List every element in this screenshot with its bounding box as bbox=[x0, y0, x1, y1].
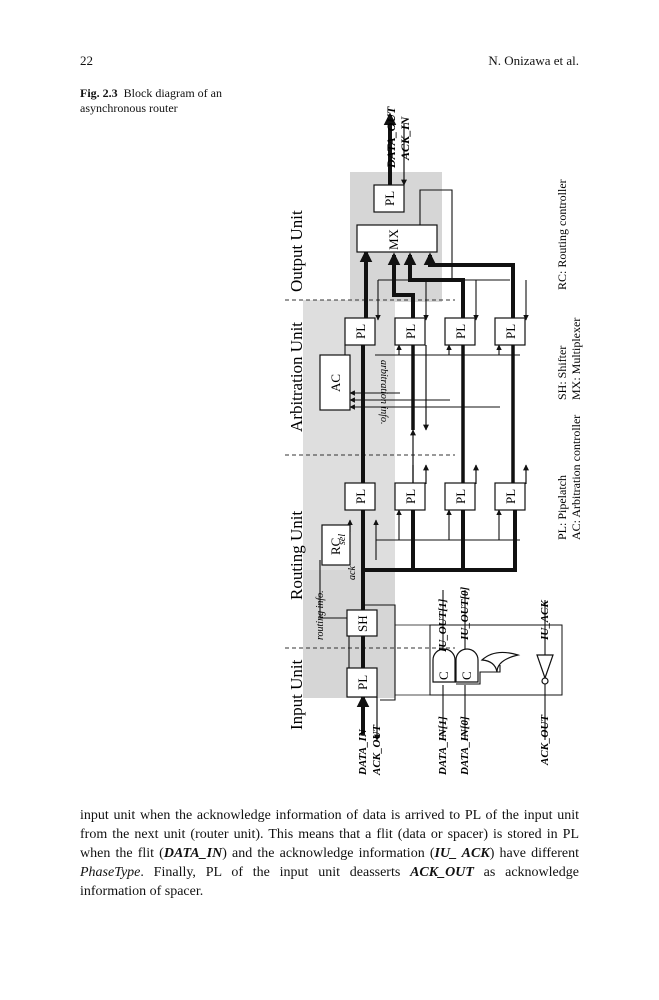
pl-block-routing-1: PL bbox=[403, 489, 418, 504]
legend: PL: Pipelatch AC: Arbitration controller… bbox=[555, 179, 583, 540]
unit-label-routing: Routing Unit bbox=[287, 510, 306, 600]
unit-labels: Input Unit Routing Unit Arbitration Unit… bbox=[287, 210, 306, 730]
pl-block-routing-0: PL bbox=[353, 489, 368, 504]
label-ack: ack bbox=[347, 566, 358, 580]
body-text-4: . Finally, PL of the input unit deassert… bbox=[140, 865, 411, 880]
body-term-ack-out: ACK_OUT bbox=[410, 865, 474, 880]
body-text-2: ) and the acknowledge information ( bbox=[222, 846, 435, 861]
pl-block-arb-1: PL bbox=[403, 324, 418, 339]
label-ack-out: ACK_OUT bbox=[539, 714, 551, 766]
pl-block-arb-0: PL bbox=[353, 324, 368, 339]
main-data-path bbox=[356, 112, 529, 741]
pl-block-routing-3: PL bbox=[503, 489, 518, 504]
figure-label: Fig. 2.3 bbox=[80, 86, 118, 100]
legend-ac: AC: Arbitration controller bbox=[569, 415, 583, 540]
pl-block-arb-3: PL bbox=[503, 324, 518, 339]
legend-rc: RC: Routing controller bbox=[555, 179, 569, 290]
pl-block-arb-2: PL bbox=[453, 324, 468, 339]
label-data-in1: DATA_IN[1] bbox=[437, 716, 449, 776]
label-routing-info: routing info. bbox=[315, 590, 326, 640]
label-arbitration-info: arbitration info. bbox=[378, 360, 389, 424]
label-ack-in: ACK_IN bbox=[398, 115, 412, 161]
mx-block: MX bbox=[386, 228, 401, 250]
block-labels: PL SH RC PL PL PL PL AC PL PL PL PL MX P… bbox=[328, 191, 518, 690]
body-text-1: input unit when the acknowledge informat… bbox=[80, 808, 579, 861]
label-iu-out1: IU_OUT[1] bbox=[437, 599, 449, 653]
figure-caption: Fig. 2.3 Block diagram of an asynchronou… bbox=[80, 86, 230, 116]
router-block-diagram: Input Unit Routing Unit Arbitration Unit… bbox=[285, 106, 583, 776]
label-data-out: DATA_OUT bbox=[384, 106, 398, 169]
unit-separators bbox=[285, 299, 455, 649]
label-iu-ack: IU_ACK bbox=[539, 600, 551, 641]
blocks bbox=[319, 184, 554, 698]
unit-label-input: Input Unit bbox=[287, 659, 306, 730]
body-term-iu-ack: IU_ ACK bbox=[434, 846, 490, 861]
body-paragraph: input unit when the acknowledge informat… bbox=[80, 806, 579, 901]
rc-block: RC bbox=[328, 538, 343, 555]
label-data-in: DATA_IN bbox=[357, 728, 369, 776]
legend-pl: PL: Pipelatch bbox=[555, 475, 569, 540]
label-sel: sel bbox=[337, 534, 348, 545]
pl-block-routing-2: PL bbox=[453, 489, 468, 504]
pl-block-output: PL bbox=[382, 191, 397, 206]
control-lines bbox=[319, 189, 563, 740]
signal-labels: DATA_IN ACK_OUT DATA_IN[1] DATA_IN[0] AC… bbox=[315, 106, 551, 776]
pl-block-input: PL bbox=[355, 675, 370, 690]
figure-caption-text: Block diagram of an asynchronous router bbox=[80, 86, 222, 115]
c-element-0: C bbox=[459, 671, 474, 680]
unit-label-arbitration: Arbitration Unit bbox=[287, 322, 306, 432]
sh-block: SH bbox=[355, 615, 370, 632]
body-term-phasetype: PhaseType bbox=[80, 865, 141, 880]
legend-sh: SH: Shifter bbox=[555, 346, 569, 400]
c-element-1: C bbox=[436, 671, 451, 680]
label-ack-out-top: ACK_OUT bbox=[371, 724, 383, 776]
legend-mx: MX: Multiplexer bbox=[569, 318, 583, 400]
body-text-3: ) have different bbox=[489, 846, 580, 861]
label-data-in0: DATA_IN[0] bbox=[459, 716, 471, 776]
unit-label-output: Output Unit bbox=[287, 210, 306, 292]
page-number: 22 bbox=[80, 53, 93, 68]
body-text-5: as acknowledge information of spacer. bbox=[80, 865, 579, 899]
body-term-data-in: DATA_IN bbox=[163, 846, 223, 861]
ac-block: AC bbox=[328, 374, 343, 392]
running-head: N. Onizawa et al. bbox=[488, 53, 579, 68]
label-iu-out0: IU_OUT[0] bbox=[459, 587, 471, 641]
